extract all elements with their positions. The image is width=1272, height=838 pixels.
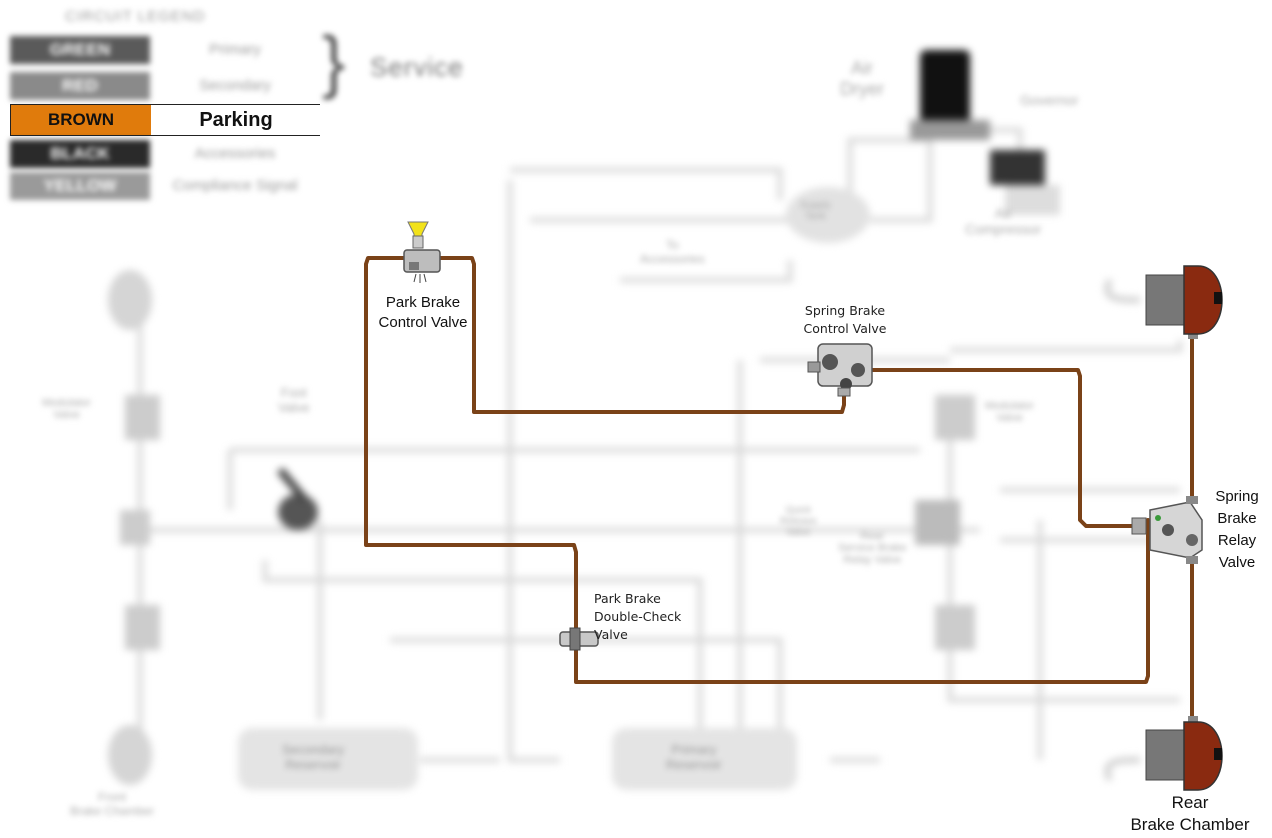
relay-valve-label: Rear Service Brake Relay Valve <box>838 530 907 566</box>
legend-swatch-secondary: RED <box>10 72 150 100</box>
legend-row-parking: BROWN Parking <box>10 104 321 136</box>
quick-release-valve-label: Quick Release Valve <box>780 505 817 538</box>
legend-swatch-compliance: YELLOW <box>10 172 150 200</box>
legend-row-primary: GREEN Primary <box>10 36 320 64</box>
park-brake-control-valve-label: Park Brake Control Valve <box>378 294 468 331</box>
spring-brake-relay-valve-label: Spring Brake Relay Valve <box>1215 488 1259 571</box>
spring-brake-control-valve-label: Spring Brake Control Valve <box>803 303 887 336</box>
to-accessories-label: To Accessories <box>640 238 705 266</box>
rear-brake-chamber-label: Rear Brake Chamber <box>1130 793 1250 834</box>
front-brake-chamber-label: Front Brake Chamber <box>70 790 155 818</box>
modulator-valve-left-label: Modulator Valve <box>42 397 91 421</box>
double-check-valve-icon <box>559 627 599 651</box>
service-label: Service <box>370 52 464 82</box>
modulator-valve-right-label: Modulator Valve <box>985 400 1034 424</box>
rear-brake-chamber-bottom-icon <box>1145 716 1223 791</box>
legend-row-secondary: RED Secondary <box>10 72 320 100</box>
spring-brake-control-valve-icon <box>807 343 873 397</box>
legend-label-primary: Primary <box>209 41 261 58</box>
legend-row-accessories: BLACK Accessories <box>10 140 320 168</box>
legend-title: CIRCUIT LEGEND <box>65 8 206 25</box>
park-brake-double-check-valve-label: Park Brake Double-Check Valve <box>594 591 682 642</box>
service-brace: } <box>322 22 346 100</box>
air-compressor-label: Air Compressor <box>965 205 1042 237</box>
parking-line-2 <box>438 256 846 414</box>
supply-tank-label: Supply Tank <box>800 200 831 222</box>
primary-reservoir-label: Primary Reservoir <box>666 742 722 772</box>
secondary-reservoir-label: Secondary Reservoir <box>282 742 345 772</box>
legend-label-accessories: Accessories <box>194 145 276 162</box>
legend-swatch-parking: BROWN <box>11 105 151 135</box>
air-dryer-label: Air Dryer <box>840 58 884 99</box>
spring-brake-relay-valve-icon <box>1131 496 1203 564</box>
legend-swatch-accessories: BLACK <box>10 140 150 168</box>
parking-line-1 <box>364 256 1150 684</box>
legend-label-compliance: Compliance Signal <box>172 177 298 194</box>
parking-line-3 <box>868 368 1142 528</box>
foot-valve-label: Foot Valve <box>278 385 310 415</box>
governor-label: Governor <box>1020 92 1079 108</box>
rear-brake-chamber-top-icon <box>1145 265 1223 339</box>
legend-label-secondary: Secondary <box>199 77 271 94</box>
legend-label-parking: Parking <box>151 105 321 135</box>
legend-swatch-primary: GREEN <box>10 36 150 64</box>
legend-row-compliance: YELLOW Compliance Signal <box>10 172 320 200</box>
park-brake-control-valve-icon <box>403 221 441 283</box>
